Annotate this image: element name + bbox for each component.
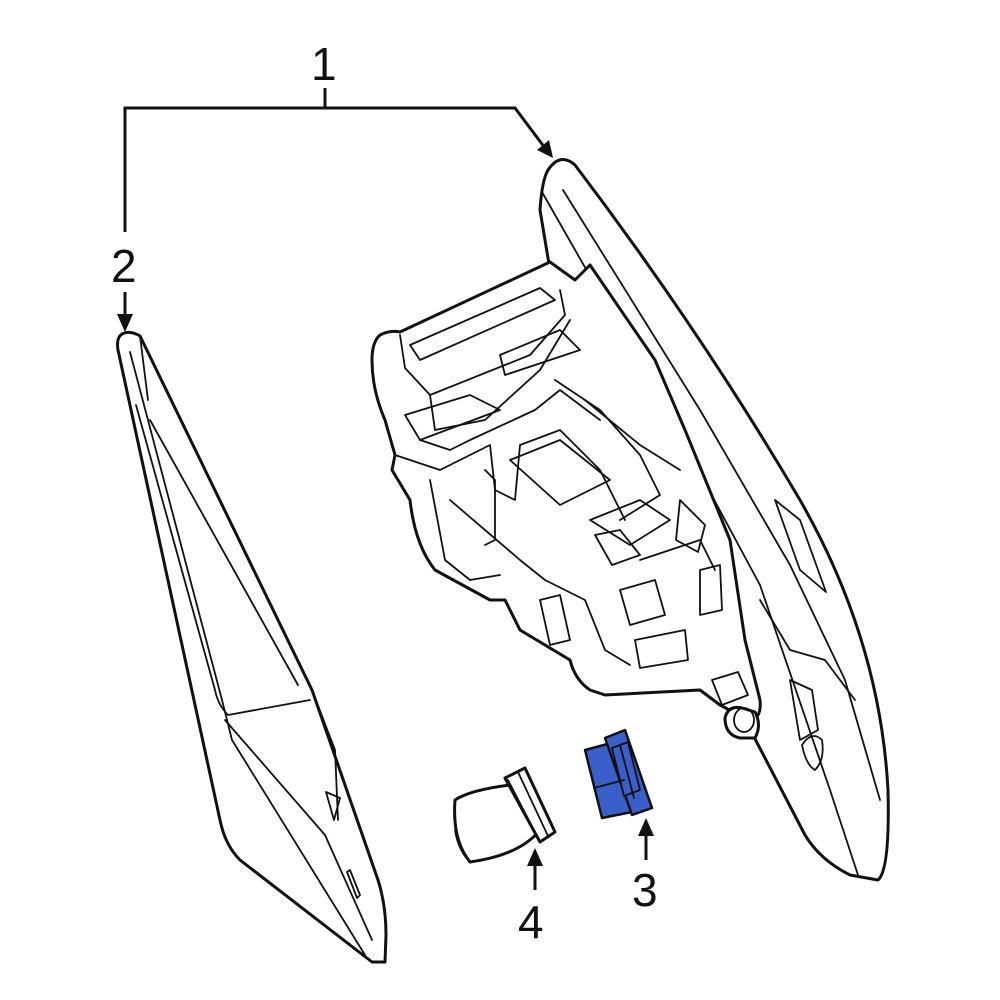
retaining-clip[interactable] bbox=[583, 728, 654, 820]
callout-3-arrow bbox=[638, 818, 654, 860]
callout-1-leader bbox=[123, 88, 553, 232]
mirror-glass[interactable] bbox=[116, 330, 388, 964]
callout-4-arrow bbox=[527, 848, 543, 890]
callout-2[interactable]: 2 bbox=[111, 240, 137, 292]
callout-1[interactable]: 1 bbox=[311, 38, 337, 90]
pivot-cap[interactable] bbox=[453, 766, 557, 864]
mirror-housing[interactable] bbox=[370, 158, 890, 882]
callout-3[interactable]: 3 bbox=[632, 864, 658, 916]
callout-4[interactable]: 4 bbox=[518, 896, 544, 948]
callout-2-arrow bbox=[117, 292, 133, 332]
